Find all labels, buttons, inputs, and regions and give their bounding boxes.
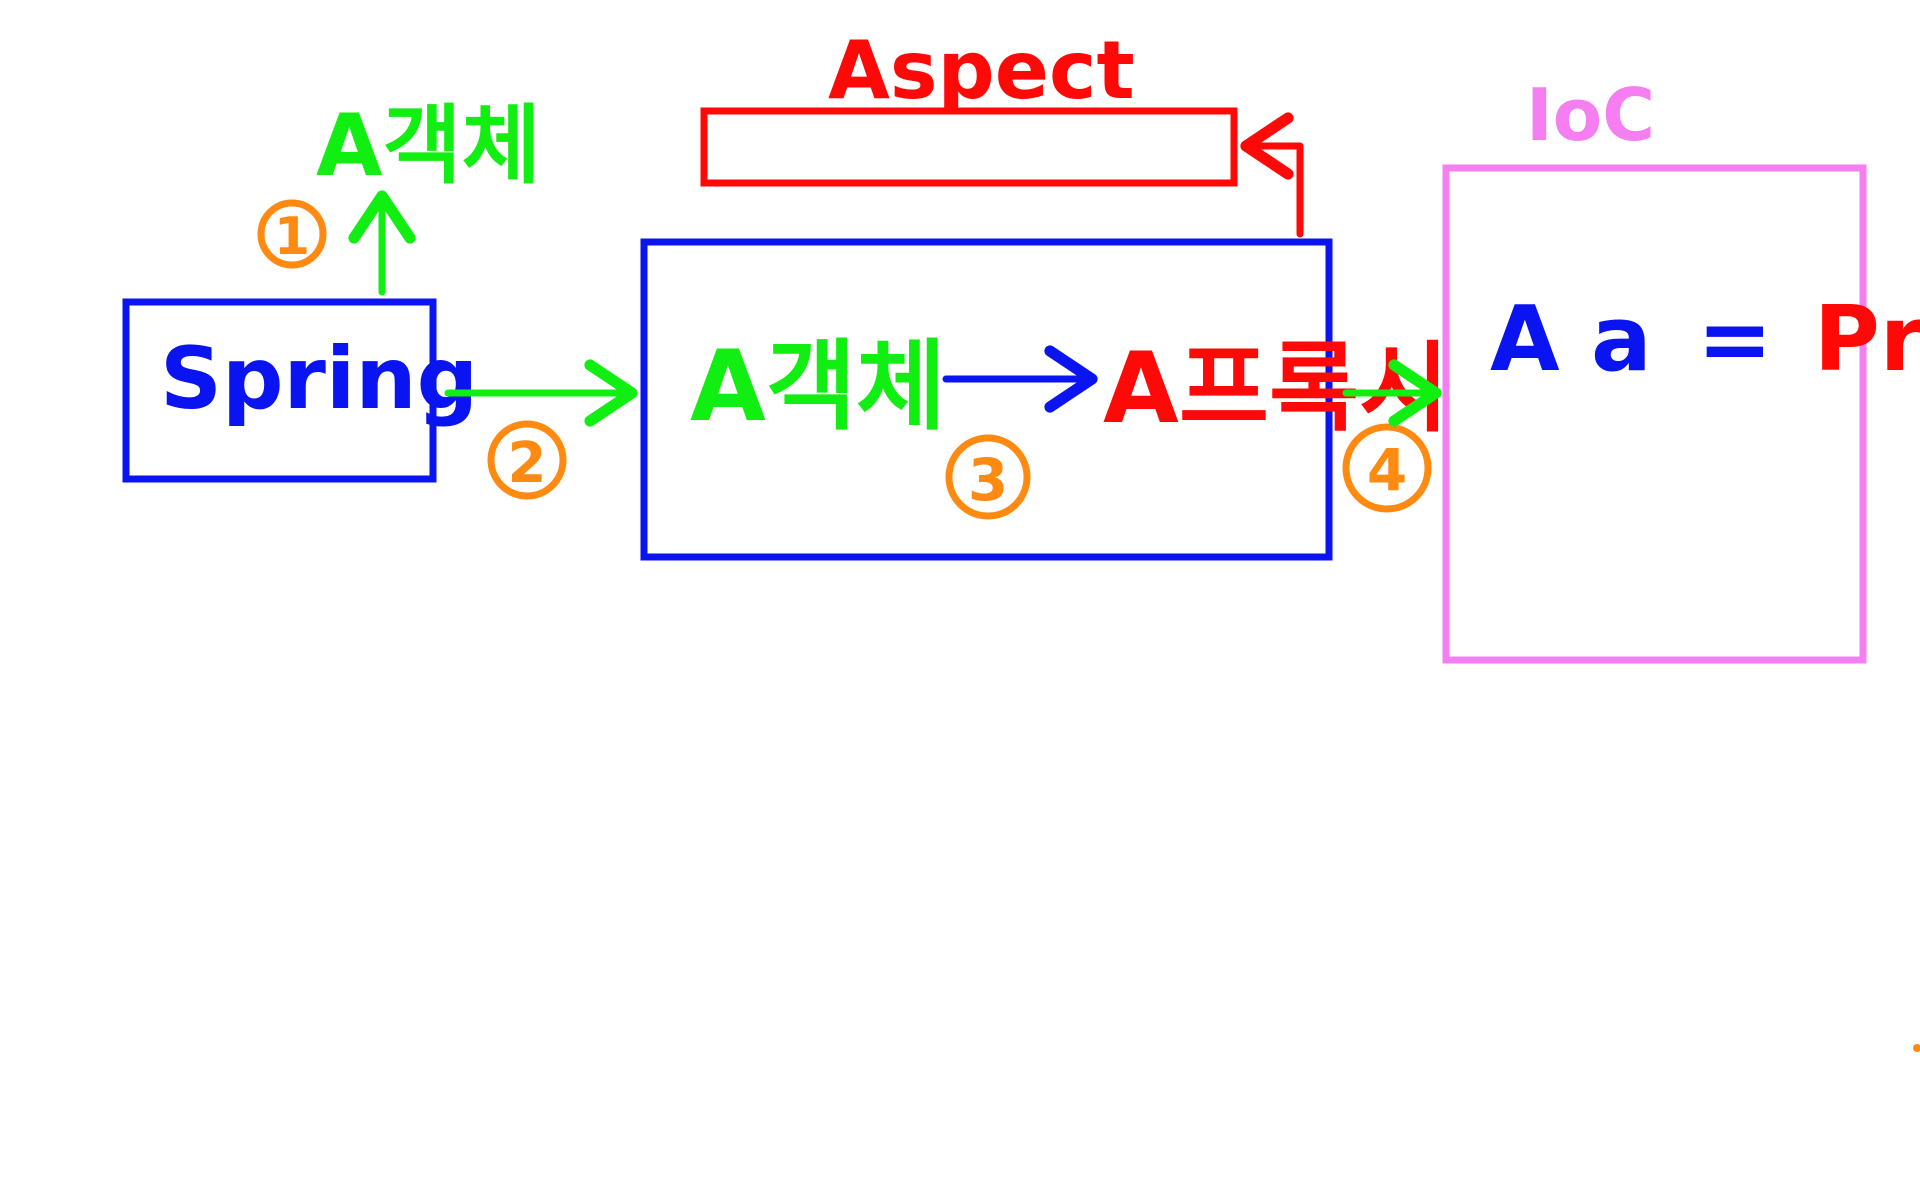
step4-number: 4 [1367, 436, 1407, 504]
ioc-label: IoC [1526, 73, 1655, 157]
step3-badge: 3 [945, 434, 1031, 520]
proxy-creation-box [640, 238, 1333, 561]
step4-badge: 4 [1342, 423, 1432, 513]
step3-number: 3 [968, 446, 1008, 514]
spring-box [122, 298, 437, 483]
stray-dot [1913, 1044, 1920, 1052]
aspect-label: Aspect [828, 24, 1135, 117]
step2-number: 2 [508, 431, 547, 496]
ioc-assignment: A a = Proxy [1490, 287, 1920, 392]
spring-label: Spring [160, 329, 478, 429]
step1-object-label: A객체 [316, 96, 541, 196]
step1-number: 1 [274, 207, 310, 267]
ioc-container-box [1442, 164, 1867, 664]
aspect-apply-arrow [1240, 112, 1304, 238]
step2-badge: 2 [487, 420, 567, 500]
aspect-box [700, 107, 1238, 187]
ioc-assign-lhs: A a [1490, 287, 1652, 392]
target-object-label: A객체 [690, 330, 946, 444]
proxy-label: A프록시 [1103, 332, 1449, 446]
ioc-assign-rhs: Proxy [1814, 287, 1920, 392]
ioc-assign-eq: = [1697, 287, 1772, 392]
step1-badge: 1 [257, 199, 327, 269]
